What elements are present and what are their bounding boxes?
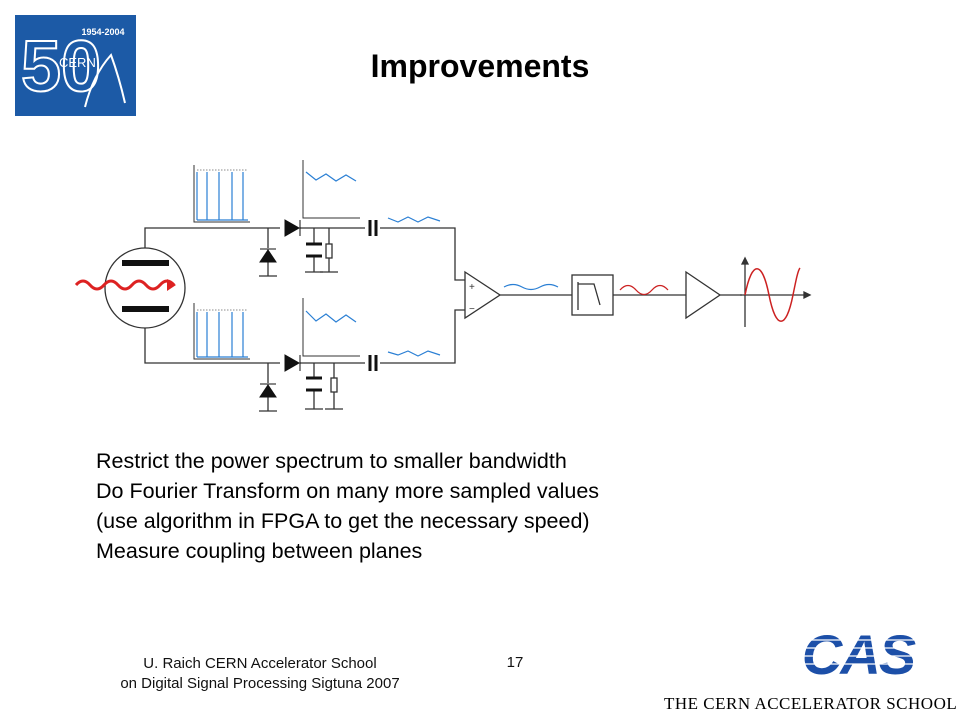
cas-school-name: THE CERN ACCELERATOR SCHOOL [664, 694, 958, 713]
bullet-item: Do Fourier Transform on many more sample… [96, 479, 600, 503]
bottom-ac-signal [387, 350, 441, 357]
amp-plus-sign: + [469, 282, 475, 293]
bottom-coupling-capacitor [368, 355, 378, 371]
top-resistor [325, 243, 333, 259]
top-series-diode [284, 219, 301, 237]
top-resistor-leg [320, 228, 338, 273]
logo-years: 1954-2004 [81, 27, 124, 37]
top-peak-detect-signal [305, 171, 357, 182]
filtered-sine [619, 284, 669, 296]
bottom-resistor-leg [325, 363, 343, 410]
bullet-item: Measure coupling between planes [96, 539, 423, 563]
top-pulse-train [196, 172, 248, 221]
bottom-peak-axes [302, 298, 360, 357]
wire-bottom-1 [144, 328, 280, 364]
cas-logo-stripes [786, 639, 931, 665]
footer-line-2: on Digital Signal Processing Sigtuna 200… [120, 675, 400, 692]
cern-50-logo: 1954-2004 50 CERN [15, 15, 136, 116]
output-axis-arrows [740, 256, 812, 300]
bottom-pulse-train [196, 312, 248, 358]
output-amplifier [685, 270, 722, 320]
top-ac-signal [387, 216, 441, 223]
page-number: 17 [506, 654, 524, 671]
bullet-list: Restrict the power spectrum to smaller b… [96, 446, 599, 566]
footer-line-1: U. Raich CERN Accelerator School [143, 655, 377, 672]
top-shunt-diode [259, 248, 277, 263]
bottom-shunt-capacitor [306, 376, 322, 392]
output-axes [740, 262, 806, 327]
bullet-item: Restrict the power spectrum to smaller b… [96, 449, 567, 473]
bottom-resistor [330, 377, 338, 393]
top-shunt-diode-leg [259, 228, 277, 277]
bullet-item: (use algorithm in FPGA to get the necess… [96, 509, 590, 533]
bottom-peak-detect-signal [305, 310, 357, 323]
diff-signal [503, 283, 559, 291]
top-coupling-capacitor [368, 220, 378, 236]
logo-background [15, 15, 136, 116]
beam-wave [74, 279, 176, 291]
signal-chain-diagram: + − [74, 160, 812, 412]
pickup-electrode-top [122, 260, 169, 266]
bottom-shunt-diode-leg [259, 363, 277, 412]
wire-bottom-3 [380, 309, 465, 364]
filter-response [577, 282, 601, 310]
top-peak-axes [302, 160, 360, 219]
top-pulse-axes [193, 165, 250, 223]
pickup-electrode-bottom [122, 306, 169, 312]
cas-logo-text: CAS [802, 626, 916, 682]
wire-top-1 [144, 227, 280, 248]
logo-swirl [84, 53, 126, 108]
cas-logo: CAS [786, 626, 931, 682]
diff-amplifier [464, 270, 502, 320]
amp-minus-sign: − [469, 304, 475, 315]
wire-top-3 [380, 227, 465, 281]
bottom-shunt-diode [259, 383, 277, 398]
bottom-cap-leg [305, 363, 323, 410]
bottom-series-diode [284, 354, 301, 372]
logo-org: CERN [59, 55, 96, 70]
top-shunt-capacitor [306, 242, 322, 258]
top-cap-leg [305, 228, 323, 273]
pulse-envelopes [197, 169, 248, 311]
footer-credit: U. Raich CERN Accelerator School on Digi… [70, 654, 450, 694]
bottom-pulse-axes [193, 303, 250, 360]
slide-title: Improvements [370, 48, 590, 84]
output-sine [744, 267, 801, 322]
beam-arrow [167, 279, 176, 291]
